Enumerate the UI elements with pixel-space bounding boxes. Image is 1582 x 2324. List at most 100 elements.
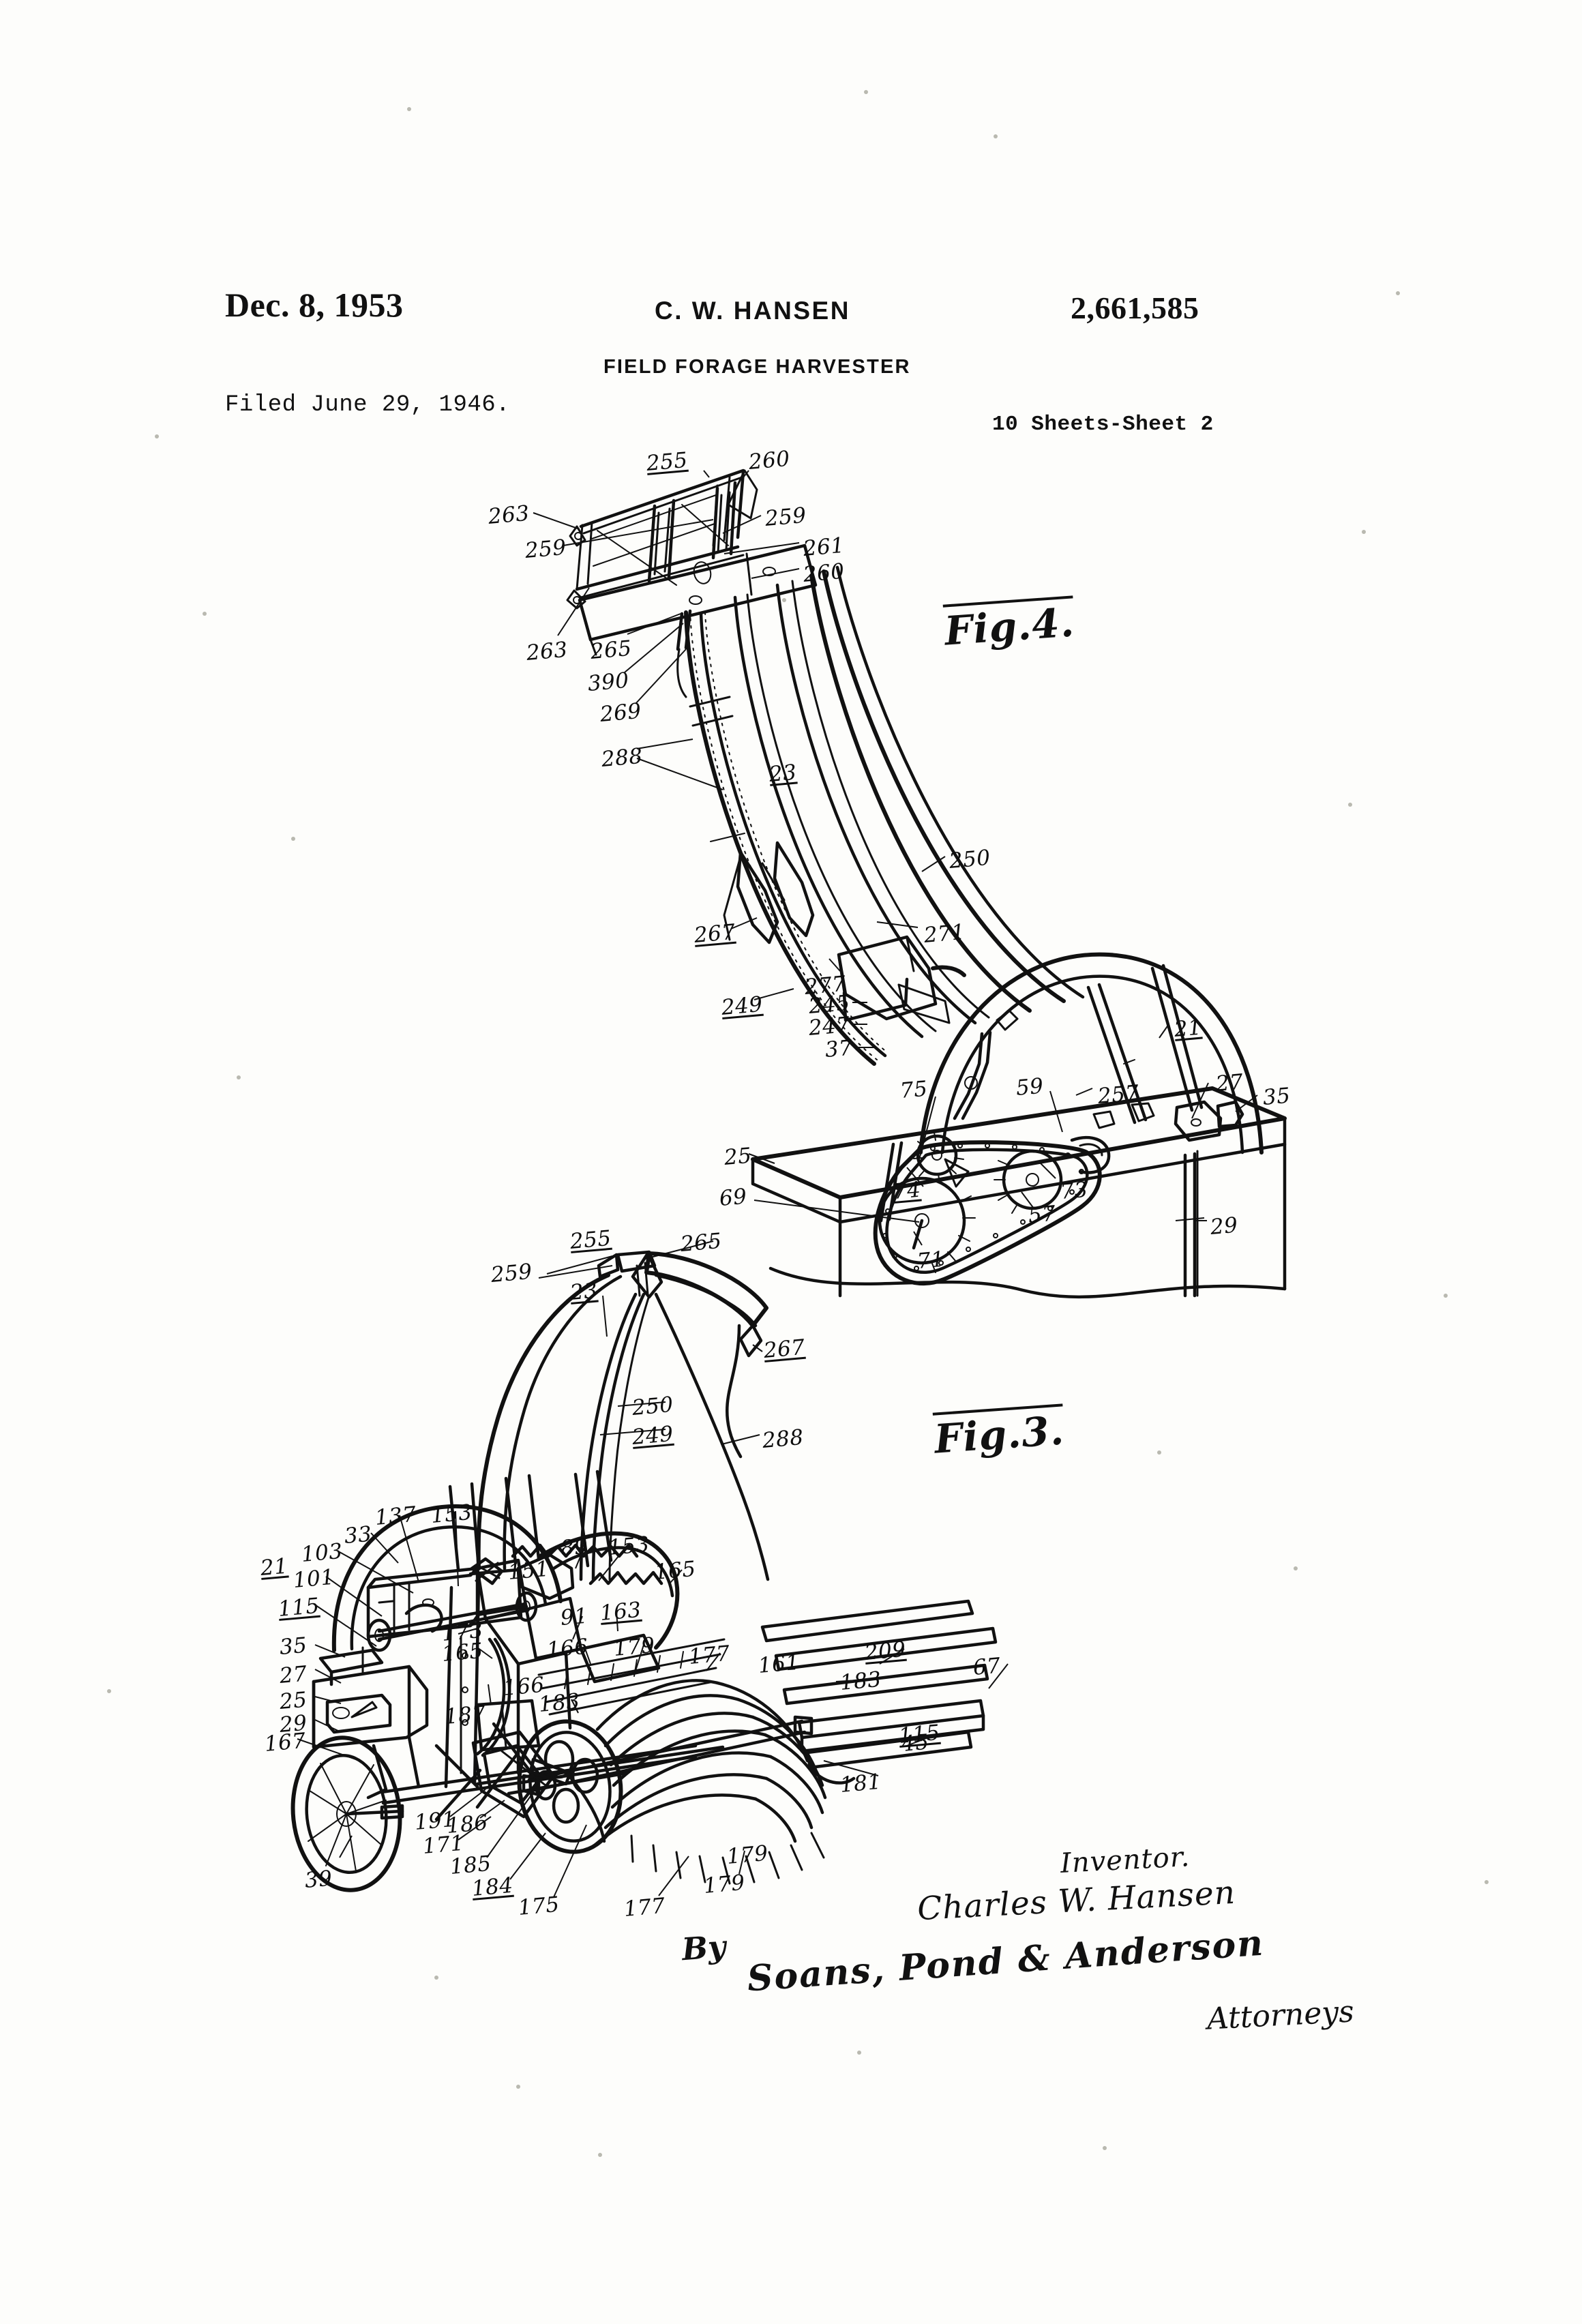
issue-date: Dec. 8, 1953	[225, 286, 404, 324]
reference-numeral-57: 57	[1027, 1201, 1057, 1228]
reference-numeral-267: 267	[693, 919, 737, 948]
reference-numeral-250: 250	[948, 845, 992, 874]
figure-3-leaders	[297, 1240, 1009, 1898]
reference-numeral-33: 33	[343, 1521, 373, 1549]
reference-numeral-271: 271	[923, 919, 967, 948]
paper-speckles	[107, 90, 1489, 2157]
feeder-hopper	[448, 1470, 680, 1775]
reference-numeral-177: 177	[687, 1641, 732, 1669]
reference-numeral-101: 101	[292, 1564, 336, 1593]
reference-numeral-91: 91	[559, 1603, 589, 1630]
reference-numeral-179: 179	[702, 1870, 747, 1898]
reference-numeral-260: 260	[747, 446, 792, 475]
patent-number: 2,661,585	[1071, 290, 1199, 325]
reference-numeral-187: 187	[443, 1701, 488, 1729]
reference-numeral-71: 71	[916, 1247, 946, 1274]
platform-deck	[751, 964, 1287, 1299]
reference-numeral-288: 288	[600, 743, 644, 772]
reference-numeral-37: 37	[824, 1035, 854, 1062]
chute-flange-plate	[578, 543, 818, 656]
inventor-header: C. W. HANSEN	[655, 297, 850, 325]
reference-numeral-23: 23	[768, 760, 798, 787]
reference-numeral-75: 75	[899, 1076, 929, 1103]
reference-numeral-25: 25	[723, 1143, 753, 1170]
chute-body	[676, 565, 1085, 1066]
filing-date: Filed June 29, 1946.	[225, 392, 511, 418]
reference-numeral-153: 153	[430, 1500, 474, 1528]
reference-numeral-263: 263	[487, 501, 531, 529]
reference-numeral-259: 259	[490, 1259, 534, 1287]
chain-sprocket-drive	[873, 965, 1111, 1286]
reference-numeral-161: 161	[757, 1650, 801, 1678]
reference-numeral-151: 151	[507, 1556, 551, 1585]
chute-top-hood	[566, 468, 758, 610]
reference-numeral-263: 263	[525, 637, 569, 666]
reference-numeral-267: 267	[762, 1335, 807, 1363]
reference-numeral-29: 29	[1209, 1212, 1239, 1240]
reference-numeral-259: 259	[524, 535, 568, 563]
reference-numeral-261: 261	[802, 533, 846, 561]
reference-numeral-179: 179	[726, 1841, 770, 1869]
reference-numeral-27: 27	[1214, 1069, 1244, 1097]
reference-numeral-115: 115	[277, 1593, 321, 1622]
reference-numeral-181: 181	[839, 1769, 883, 1798]
reference-numeral-21: 21	[259, 1553, 289, 1581]
reference-numeral-269: 269	[599, 698, 643, 727]
ground-wheel	[290, 1735, 404, 1892]
reference-numeral-27: 27	[278, 1661, 308, 1688]
patent-title: FIELD FORAGE HARVESTER	[603, 356, 911, 378]
reference-numeral-153: 153	[607, 1532, 651, 1560]
reference-numeral-165: 165	[653, 1556, 698, 1585]
reference-numeral-89: 89	[559, 1534, 589, 1561]
reference-numeral-177: 177	[623, 1893, 667, 1922]
reference-numeral-74: 74	[892, 1177, 922, 1204]
reference-numeral-35: 35	[278, 1633, 308, 1660]
reference-numeral-175: 175	[517, 1892, 561, 1920]
reference-numeral-260: 260	[802, 558, 846, 587]
reference-numeral-390: 390	[586, 668, 631, 696]
reference-numeral-255: 255	[569, 1225, 613, 1254]
sheet-count: 10 Sheets-Sheet 2	[992, 413, 1214, 436]
reference-numeral-259: 259	[764, 503, 808, 531]
reference-numeral-166: 166	[546, 1634, 590, 1663]
reference-numeral-255: 255	[645, 447, 689, 476]
pickup-reel	[517, 1638, 827, 1885]
shear-bar-assembly	[471, 1730, 606, 1843]
reference-numeral-265: 265	[589, 636, 633, 664]
figure-3-label-text: Fig.3.	[932, 1403, 1066, 1463]
rear-conveyor-slats	[760, 1599, 998, 1785]
reference-numeral-179: 179	[612, 1633, 657, 1661]
reference-numeral-67: 67	[972, 1653, 1002, 1680]
figure-4-drawing	[533, 468, 1287, 1299]
reference-numeral-73: 73	[1059, 1177, 1089, 1204]
figure-4-leaders	[533, 470, 1258, 1246]
reference-numeral-257: 257	[1096, 1080, 1141, 1109]
reference-numeral-249: 249	[631, 1421, 675, 1450]
reference-numeral-249: 249	[720, 992, 764, 1020]
chute-front-lip	[723, 841, 951, 1048]
reference-numeral-184: 184	[471, 1873, 515, 1901]
reference-numeral-23: 23	[569, 1278, 599, 1305]
reference-numeral-163: 163	[599, 1597, 643, 1626]
reference-numeral-137: 137	[374, 1502, 418, 1530]
reference-numeral-69: 69	[718, 1184, 748, 1211]
reference-numeral-183: 183	[537, 1688, 582, 1717]
figure-3-label: Fig.3.	[932, 1403, 1066, 1463]
figure-3-drawing	[290, 1240, 1009, 1898]
reference-numeral-39: 39	[303, 1866, 333, 1893]
figure-4-label-text: Fig.4.	[942, 595, 1076, 655]
reference-numeral-209: 209	[863, 1637, 908, 1665]
reference-numeral-35: 35	[1262, 1083, 1292, 1110]
reference-numeral-265: 265	[679, 1228, 723, 1257]
reference-numeral-250: 250	[631, 1392, 675, 1420]
reference-numeral-21: 21	[1173, 1015, 1203, 1042]
by-label: By	[681, 1928, 727, 1968]
reference-numeral-165: 165	[441, 1638, 485, 1667]
reference-numeral-45: 45	[900, 1729, 930, 1757]
reference-numeral-183: 183	[839, 1667, 883, 1695]
reference-numeral-103: 103	[300, 1538, 344, 1567]
rear-fender-shield	[919, 952, 1264, 1154]
reference-numeral-59: 59	[1015, 1073, 1045, 1101]
